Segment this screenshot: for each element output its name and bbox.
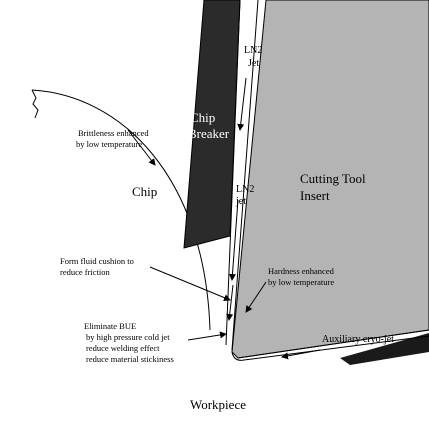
ln2-jet-mid-label-line1: LN2: [236, 184, 254, 195]
cutting-tool-label-line2: Insert: [300, 188, 330, 203]
hardness-label-line1: Hardness enhanced: [268, 266, 335, 276]
ln2-channel-left: [225, 0, 241, 346]
cutting-tool-label-line1: Cutting Tool: [300, 171, 366, 186]
brittleness-arrow: [127, 129, 156, 166]
fluid-cushion-label-line1: Form fluid cushion to: [60, 256, 134, 266]
hardness-label-line2: by low temperature: [268, 277, 334, 287]
brittleness-label-line1: Brittleness enhanced: [78, 128, 149, 138]
ln2-jet-top-label-line2: Jet: [248, 58, 259, 69]
hardness-arrow: [245, 281, 267, 313]
bue-label-line2: by high pressure cold jet: [86, 332, 170, 342]
chip-breaker-label-line2: Breaker: [188, 126, 230, 141]
fluid-cushion-arrow: [149, 266, 231, 301]
ln2-jet-mid-label-line2: jet: [235, 196, 246, 207]
bue-label-line3: reduce welding effect: [86, 343, 160, 353]
bue-label-line1: Eliminate BUE: [84, 321, 136, 331]
workpiece-surface-line: [231, 335, 429, 361]
ln2-jet-top-arrow: [237, 77, 247, 131]
brittleness-label-line2: by low temperature: [76, 139, 142, 149]
chip-torn-edge: [31, 89, 39, 119]
auxiliary-arrow: [281, 349, 321, 360]
chip-breaker-label-line1: Chip: [190, 110, 215, 125]
chip-label: Chip: [132, 184, 157, 199]
fluid-cushion-label-line2: reduce friction: [60, 267, 111, 277]
bue-label-line4: reduce material stickiness: [86, 354, 174, 364]
ln2-jet-top-label-line1: LN2: [244, 45, 262, 56]
auxiliary-cryo-jet-label: Auxiliary cryo-jet: [322, 334, 394, 345]
workpiece-label: Workpiece: [190, 397, 246, 412]
bue-arrow: [187, 331, 227, 341]
ln2-jet-mid-arrow-1: [228, 199, 239, 281]
ln2-jet-mid-arrow-2: [226, 284, 234, 321]
tool-flank-line: [237, 329, 429, 359]
auxiliary-nozzle-shape: [340, 333, 429, 365]
ln2-channel-right: [231, 0, 259, 351]
chip-outline: [31, 89, 211, 331]
